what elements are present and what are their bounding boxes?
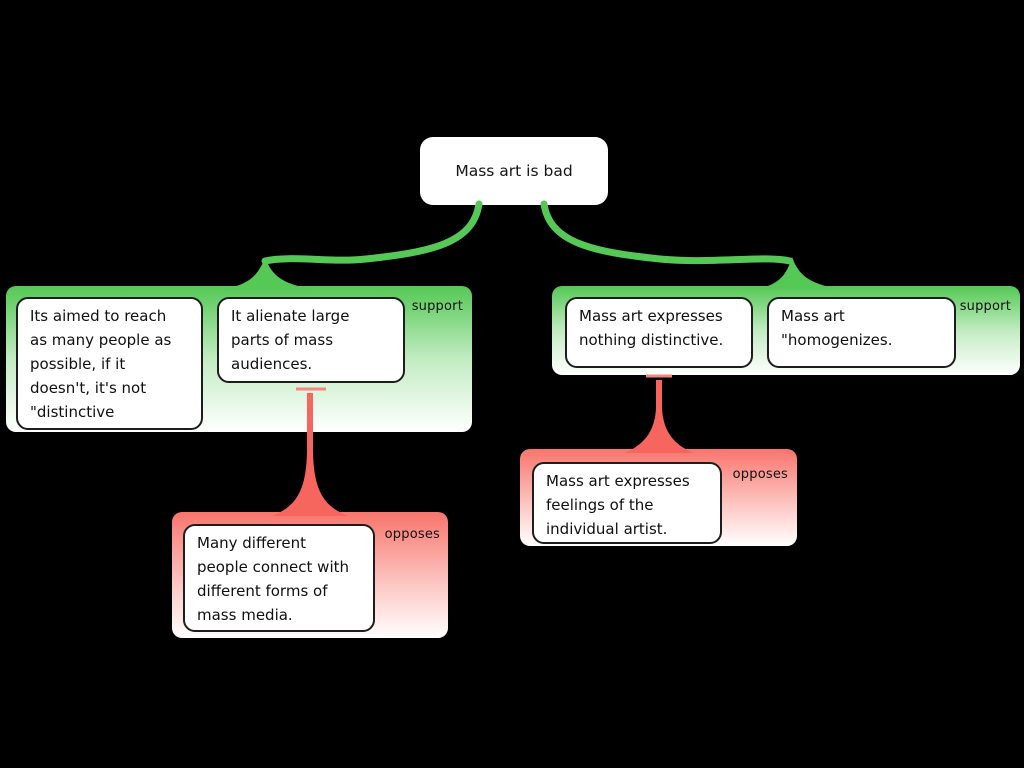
statement-it-alienate-large[interactable]: It alienate large parts of mass audience… [217, 297, 405, 383]
support-edge-left[interactable] [261, 200, 483, 265]
oppose-group-right[interactable]: opposes Mass art expresses feelings of t… [520, 449, 797, 546]
support-edge-left-flare [225, 257, 312, 289]
claim-node-root[interactable]: Mass art is bad [420, 137, 608, 205]
statement-many-different-people[interactable]: Many different people connect with diffe… [183, 524, 375, 632]
statement-homogenizes[interactable]: Mass art "homogenizes. [767, 297, 956, 368]
statement-expresses-nothing-distinctive[interactable]: Mass art expresses nothing distinctive. [565, 297, 753, 368]
oppose-group-left[interactable]: opposes Many different people connect wi… [172, 512, 448, 638]
oppose-edge-right[interactable] [624, 380, 694, 453]
support-group-left[interactable]: support Its aimed to reach as many peopl… [6, 286, 472, 432]
claim-node-text: Mass art is bad [455, 162, 573, 180]
support-group-right-label: support [959, 299, 1011, 314]
statement-its-aimed-to-reach[interactable]: Its aimed to reach as many people as pos… [16, 297, 203, 430]
support-group-left-label: support [411, 299, 463, 314]
support-edge-right[interactable] [540, 200, 794, 265]
statement-feelings-of-individual-artist[interactable]: Mass art expresses feelings of the indiv… [532, 462, 722, 544]
oppose-group-right-label: opposes [732, 467, 788, 482]
support-group-right[interactable]: support Mass art expresses nothing disti… [552, 286, 1020, 375]
oppose-group-left-label: opposes [384, 527, 440, 542]
support-edge-right-flare [758, 257, 838, 289]
